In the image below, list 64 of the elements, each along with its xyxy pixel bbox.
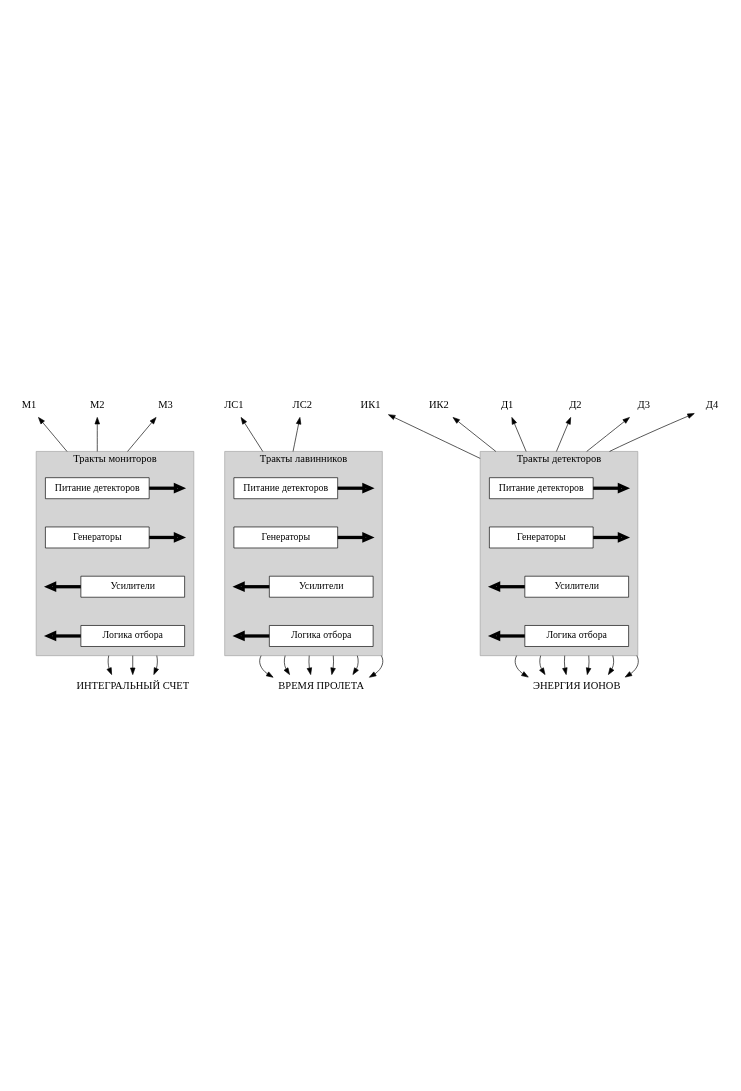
arrow (624, 654, 639, 677)
arrow (43, 630, 81, 641)
arrow (388, 413, 481, 459)
node-text: ВРЕМЯ ПРОЛЕТА (278, 679, 365, 691)
arrow (306, 654, 312, 675)
node-box: Усилители (524, 575, 629, 598)
arrow (556, 416, 571, 452)
arrow (369, 654, 384, 678)
node-text: М2 (89, 398, 105, 410)
arrow (153, 654, 159, 675)
node-box: Генераторы (489, 526, 594, 548)
node-text: ЛС1 (224, 398, 244, 410)
arrow (232, 630, 270, 641)
arrow (539, 654, 546, 675)
node-box: Генераторы (233, 526, 338, 548)
arrow (337, 531, 375, 543)
node-text: Д2 (569, 398, 582, 410)
arrow (511, 416, 527, 452)
arrow (593, 482, 631, 494)
arrow (586, 416, 630, 452)
arrow (106, 654, 112, 675)
arrow (232, 580, 270, 592)
arrow (608, 654, 615, 675)
node-text: ИК1 (360, 398, 381, 410)
node-text: Д3 (637, 398, 650, 410)
arrow (562, 654, 568, 675)
node-text: М3 (158, 398, 173, 410)
node-text: Д1 (500, 398, 514, 410)
arrow (94, 416, 100, 452)
arrow (514, 654, 529, 677)
arrow (43, 580, 81, 592)
arrow (593, 531, 631, 543)
arrow (487, 630, 525, 641)
node-box: Генераторы (45, 526, 150, 548)
node-text: Д4 (705, 398, 719, 410)
node-box: Питание детекторов (45, 476, 150, 499)
arrow (130, 654, 136, 675)
node-text: ИНТЕГРАЛЬНЫЙ СЧЕТ (76, 679, 190, 691)
arrow (586, 654, 592, 675)
node-box: Логика отбора (269, 624, 374, 647)
arrow (259, 654, 274, 678)
arrow (127, 416, 157, 452)
arrow (352, 654, 359, 675)
arrow (337, 482, 375, 494)
node-box: Логика отбора (80, 624, 185, 647)
node-box: Питание детекторов (233, 476, 338, 499)
arrow (487, 580, 525, 592)
arrow (283, 654, 290, 675)
arrow (292, 416, 302, 452)
arrow (38, 416, 68, 452)
node-box: Питание детекторов (489, 476, 594, 499)
node-box: Усилители (269, 575, 374, 598)
arrow (452, 416, 497, 452)
node-text: ИК2 (428, 398, 449, 410)
arrow (149, 482, 187, 494)
arrow (240, 416, 264, 452)
node-text: М1 (21, 398, 37, 410)
arrow (330, 654, 336, 675)
node-box: Логика отбора (524, 624, 629, 647)
arrow (149, 531, 187, 543)
node-text: ЭНЕРГИЯ ИОНОВ (533, 679, 621, 691)
node-box: Усилители (80, 575, 185, 598)
node-text: ЛС2 (292, 398, 312, 410)
arrow (609, 412, 695, 452)
